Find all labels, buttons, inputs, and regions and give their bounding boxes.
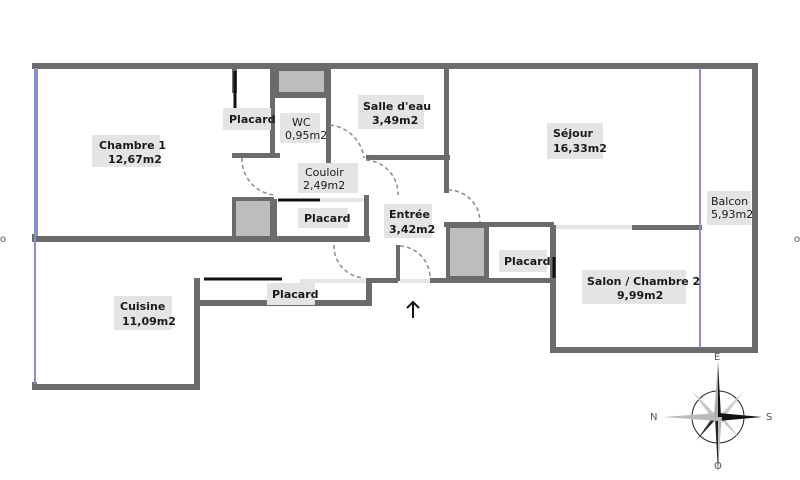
svg-text:Couloir: Couloir	[305, 166, 344, 179]
room-label-balcon: Balcon 5,93m2	[707, 191, 753, 225]
svg-text:Entrée: Entrée	[389, 208, 430, 221]
room-label-wc: WC 0,95m2	[280, 113, 327, 143]
placard-doors	[204, 71, 556, 281]
left-edge-mark: o	[0, 234, 6, 245]
compass-east-label: E	[714, 352, 720, 363]
svg-text:Placard: Placard	[272, 288, 319, 301]
walls	[32, 63, 758, 390]
svg-text:3,49m2: 3,49m2	[372, 114, 418, 127]
svg-text:Salon / Chambre 2: Salon / Chambre 2	[587, 275, 700, 288]
svg-text:Placard: Placard	[504, 255, 551, 268]
room-label-placard4: Placard	[267, 283, 319, 305]
svg-text:3,42m2: 3,42m2	[389, 223, 435, 236]
svg-text:Cuisine: Cuisine	[120, 300, 165, 313]
svg-text:Placard: Placard	[304, 212, 351, 225]
room-label-cuisine: Cuisine 11,09m2	[114, 296, 176, 330]
door-swings	[241, 124, 481, 279]
svg-text:11,09m2: 11,09m2	[122, 315, 176, 328]
room-label-salon: Salon / Chambre 2 9,99m2	[582, 270, 700, 304]
svg-text:0,95m2: 0,95m2	[285, 129, 327, 142]
compass-north-label: N	[650, 412, 657, 423]
windows	[34, 68, 701, 384]
compass-rose-icon: E N S O	[650, 352, 772, 472]
svg-text:5,93m2: 5,93m2	[711, 208, 753, 221]
svg-text:WC: WC	[292, 116, 311, 129]
room-label-salle-deau: Salle d'eau 3,49m2	[358, 95, 431, 129]
room-label-sejour: Séjour 16,33m2	[547, 123, 607, 159]
room-label-placard2: Placard	[298, 208, 351, 228]
svg-text:9,99m2: 9,99m2	[617, 289, 663, 302]
svg-text:Séjour: Séjour	[553, 127, 594, 140]
compass-south-label: S	[766, 412, 772, 423]
room-label-entree: Entrée 3,42m2	[384, 204, 435, 238]
svg-text:Chambre 1: Chambre 1	[99, 139, 166, 152]
room-label-couloir: Couloir 2,49m2	[298, 163, 358, 193]
svg-text:Placard: Placard	[229, 113, 276, 126]
openings	[300, 198, 632, 283]
room-label-chambre1: Chambre 1 12,67m2	[92, 135, 166, 167]
room-label-placard3: Placard	[499, 250, 551, 272]
svg-text:Salle d'eau: Salle d'eau	[363, 100, 431, 113]
room-label-placard1: Placard	[223, 108, 276, 130]
svg-text:Balcon: Balcon	[711, 195, 748, 208]
compass-west-label: O	[714, 461, 722, 472]
svg-text:2,49m2: 2,49m2	[303, 179, 345, 192]
right-edge-mark: o	[794, 234, 800, 245]
entrance-arrow-icon	[406, 300, 420, 318]
svg-text:12,67m2: 12,67m2	[108, 153, 162, 166]
svg-text:16,33m2: 16,33m2	[553, 142, 607, 155]
